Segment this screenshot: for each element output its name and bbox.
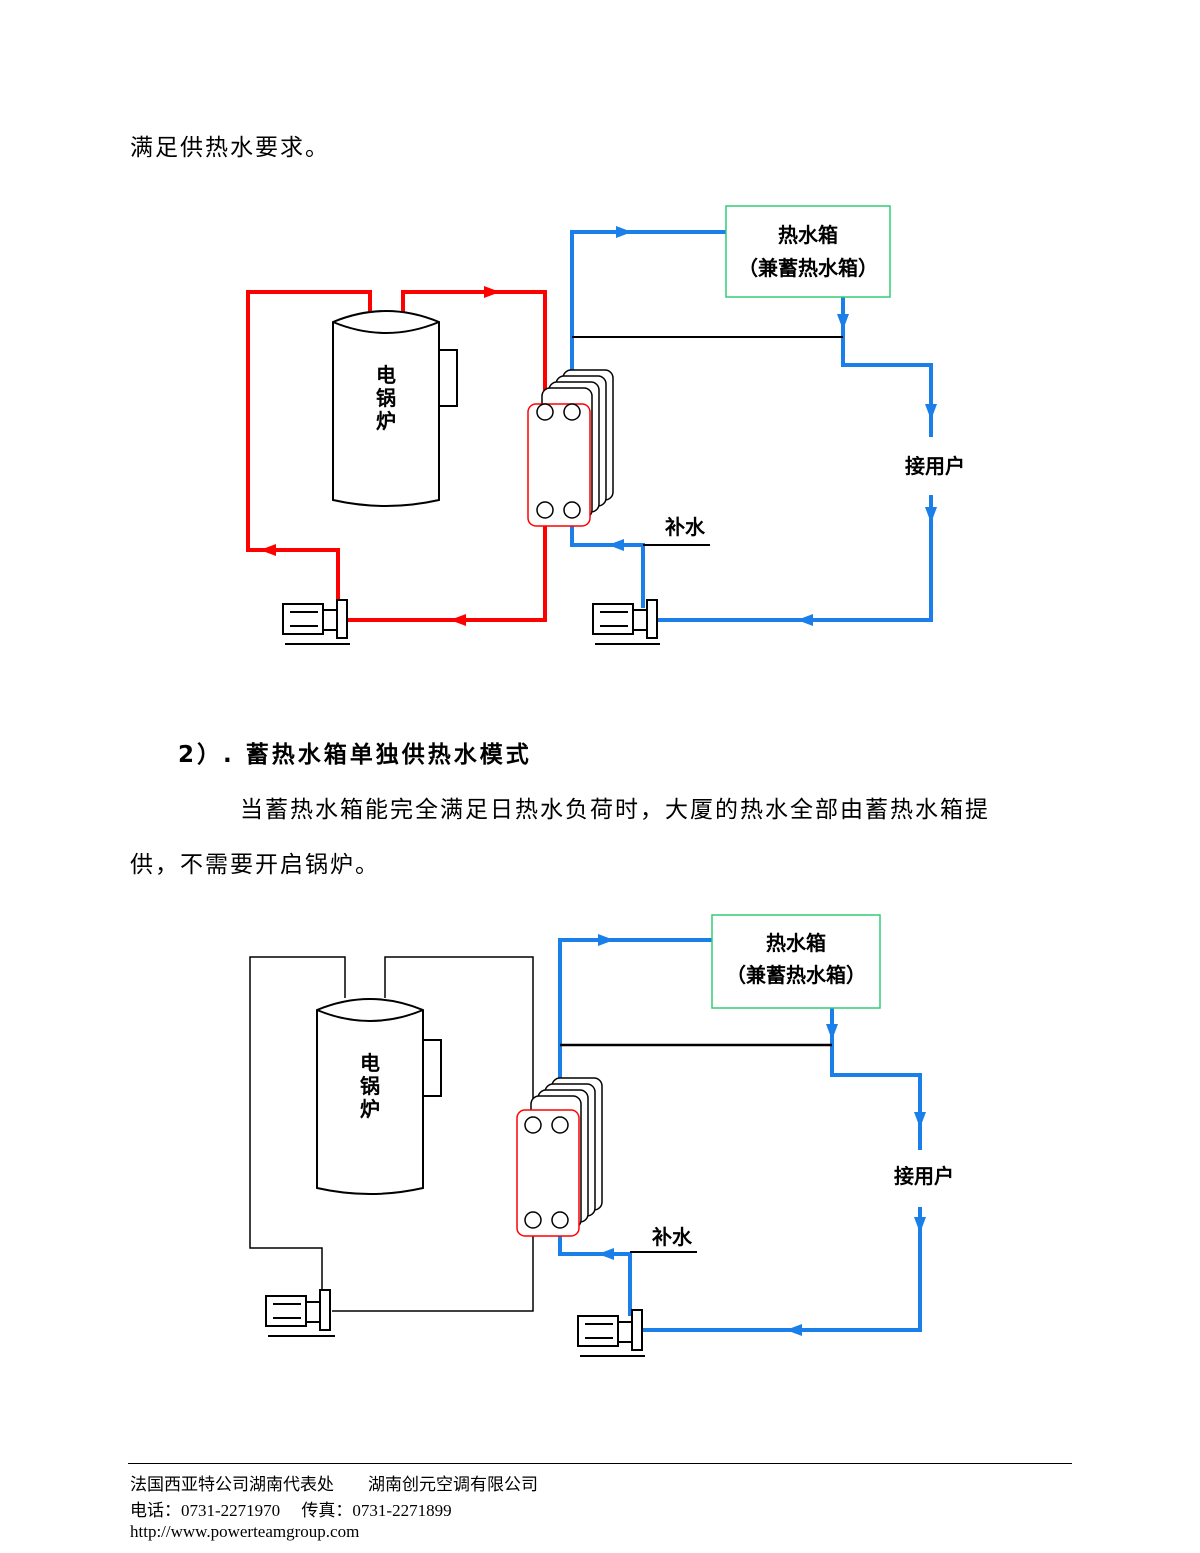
footer-company: 法国西亚特公司湖南代表处 湖南创元空调有限公司 bbox=[130, 1475, 538, 1494]
arrow-down-icon bbox=[925, 507, 937, 523]
intro-text: 满足供热水要求。 bbox=[130, 135, 330, 161]
section-paragraph-line1: 当蓄热水箱能完全满足日热水负荷时，大厦的热水全部由蓄热水箱提 bbox=[240, 797, 990, 823]
hot-water-tank bbox=[711, 914, 881, 1009]
boiler-label-1: 电 bbox=[376, 363, 396, 387]
cold-water-loop bbox=[558, 938, 922, 1332]
cold-water-loop bbox=[570, 230, 933, 622]
electric-boiler bbox=[332, 310, 458, 507]
makeup-label: 补水 bbox=[651, 1225, 693, 1249]
arrow-right-icon bbox=[598, 934, 614, 946]
hot-arrows bbox=[260, 286, 500, 626]
arrow-down-icon bbox=[826, 1024, 838, 1040]
plate-heat-exchanger bbox=[516, 1077, 603, 1237]
tank-label-1: 热水箱 bbox=[766, 931, 826, 955]
pump-icon bbox=[577, 1309, 645, 1357]
arrow-left-icon bbox=[786, 1324, 802, 1336]
section-heading: 2）. 蓄热水箱单独供热水模式 bbox=[178, 742, 532, 768]
arrow-down-icon bbox=[914, 1217, 926, 1233]
pump-icon bbox=[592, 599, 660, 645]
inactive-loop bbox=[249, 956, 534, 1312]
boiler-label-3: 炉 bbox=[360, 1097, 380, 1121]
arrow-down-icon bbox=[914, 1112, 926, 1128]
electric-boiler bbox=[316, 998, 442, 1195]
user-label: 接用户 bbox=[894, 1164, 954, 1188]
user-label: 接用户 bbox=[905, 454, 965, 478]
arrow-right-icon bbox=[484, 286, 500, 298]
tank-label-1: 热水箱 bbox=[778, 223, 838, 247]
cold-arrows bbox=[598, 934, 926, 1336]
pump-icon bbox=[265, 1289, 335, 1337]
footer-divider bbox=[128, 1463, 1072, 1464]
hot-water-tank bbox=[725, 205, 891, 298]
arrow-left-icon bbox=[450, 614, 466, 626]
footer-phone: 电话：0731-2271970 传真：0731-2271899 bbox=[130, 1501, 452, 1520]
cold-arrows bbox=[608, 226, 937, 626]
arrow-right-icon bbox=[616, 226, 632, 238]
pump-icon bbox=[282, 599, 350, 645]
arrow-left-icon bbox=[598, 1248, 614, 1260]
makeup-label: 补水 bbox=[664, 515, 706, 539]
arrow-left-icon bbox=[608, 539, 624, 551]
plate-heat-exchanger bbox=[527, 369, 614, 527]
boiler-label-3: 炉 bbox=[376, 409, 396, 433]
arrow-down-icon bbox=[925, 404, 937, 420]
hot-water-loop bbox=[246, 290, 547, 622]
boiler-label-1: 电 bbox=[360, 1051, 380, 1075]
tank-label-2: （兼蓄热水箱） bbox=[738, 256, 878, 280]
tank-label-2: （兼蓄热水箱） bbox=[726, 963, 866, 987]
footer-url[interactable]: http://www.powerteamgroup.com bbox=[130, 1522, 360, 1541]
arrow-left-icon bbox=[260, 544, 276, 556]
boiler-label-2: 锅 bbox=[376, 386, 396, 410]
arrow-down-icon bbox=[837, 314, 849, 330]
section-paragraph-line2: 供，不需要开启锅炉。 bbox=[130, 852, 380, 878]
arrow-left-icon bbox=[797, 614, 813, 626]
boiler-label-2: 锅 bbox=[360, 1074, 380, 1098]
